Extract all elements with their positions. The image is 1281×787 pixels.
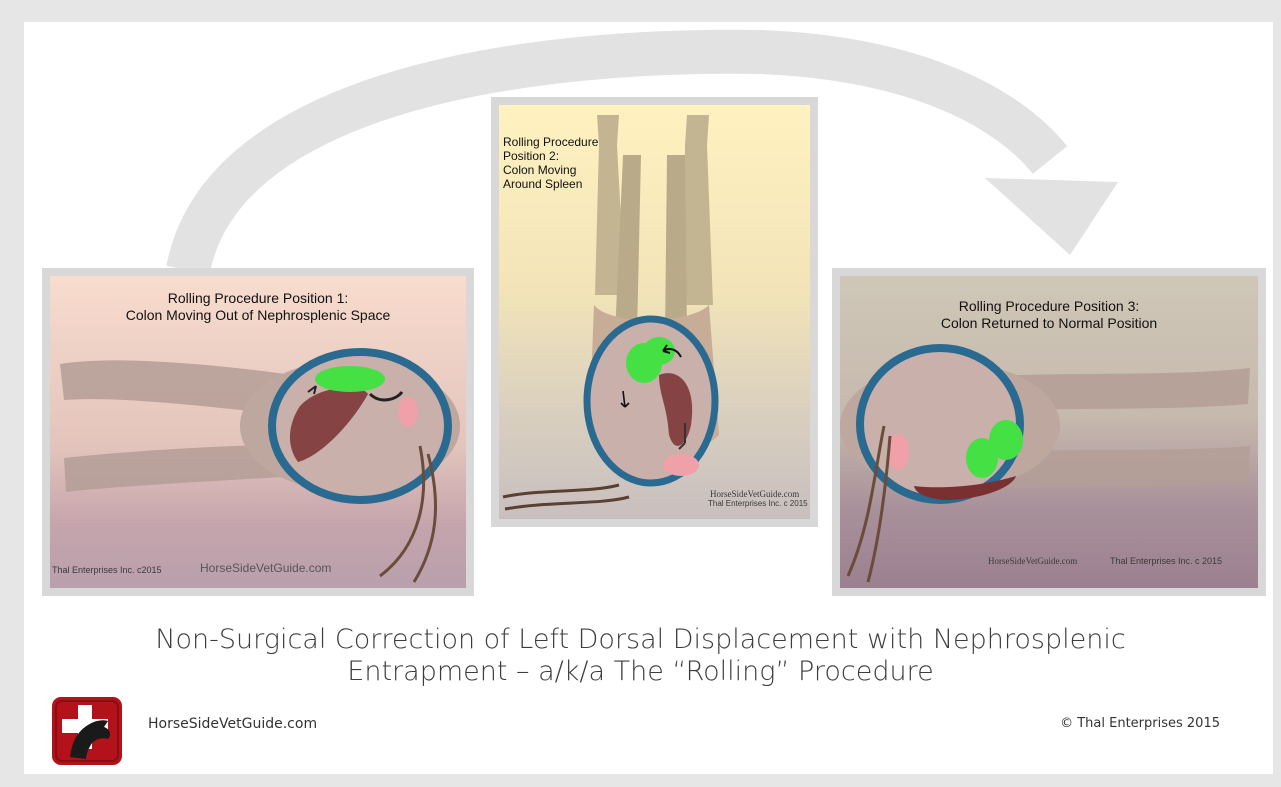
panel-position-3: Rolling Procedure Position 3: Colon Retu… xyxy=(832,268,1266,596)
panel-2-credit-line2: Thal Enterprises Inc. c 2015 xyxy=(708,499,808,508)
panel-3-credit-left: HorseSideVetGuide.com xyxy=(988,556,1077,566)
caption-line1: Non-Surgical Correction of Left Dorsal D… xyxy=(60,624,1221,656)
horse-cross-logo-icon xyxy=(52,697,122,765)
panel-1-title-line1: Rolling Procedure Position 1: xyxy=(50,290,466,307)
panel-1-credit-left: Thal Enterprises Inc. c2015 xyxy=(52,565,162,575)
panel-2-title-line1: Rolling Procedure xyxy=(503,135,598,149)
panel-position-1: Rolling Procedure Position 1: Colon Movi… xyxy=(42,268,474,596)
panel-2-credit-line1: HorseSideVetGuide.com xyxy=(710,489,799,499)
footer-website: HorseSideVetGuide.com xyxy=(148,716,317,732)
panel-1-credit-right: HorseSideVetGuide.com xyxy=(200,561,331,575)
panel-3-credit-right: Thal Enterprises Inc. c 2015 xyxy=(1110,556,1222,566)
footer-copyright: © Thal Enterprises 2015 xyxy=(1000,716,1220,731)
panel-position-2: Rolling Procedure Position 2: Colon Movi… xyxy=(491,97,818,527)
panel-3-title-line2: Colon Returned to Normal Position xyxy=(840,315,1258,332)
panel-2-title-line4: Around Spleen xyxy=(503,177,598,191)
panel-1-title-line2: Colon Moving Out of Nephrosplenic Space xyxy=(50,307,466,324)
caption-line2: Entrapment – a/k/a The “Rolling” Procedu… xyxy=(60,656,1221,688)
panel-2-title-line3: Colon Moving xyxy=(503,163,598,177)
panel-2-title-line2: Position 2: xyxy=(503,149,598,163)
panel-3-title-line1: Rolling Procedure Position 3: xyxy=(840,298,1258,315)
slide-caption: Non-Surgical Correction of Left Dorsal D… xyxy=(60,624,1221,688)
